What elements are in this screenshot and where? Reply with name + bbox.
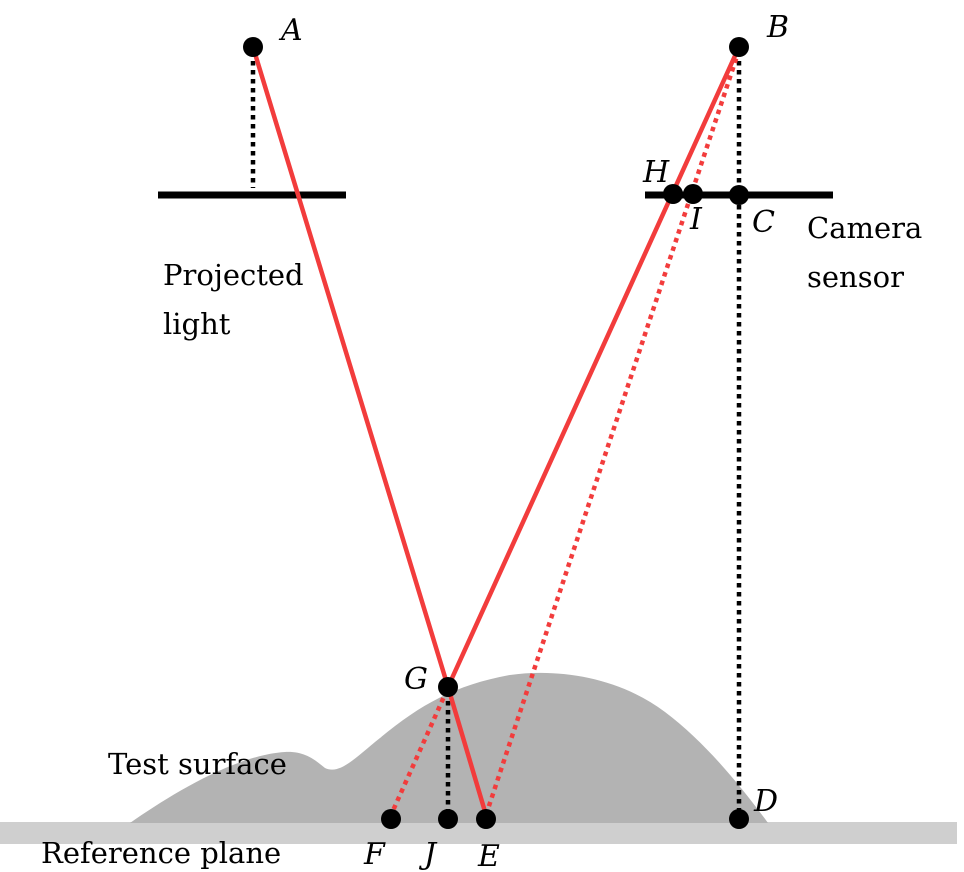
point-C (729, 185, 749, 205)
label-H: H (642, 155, 670, 190)
point-E (476, 809, 496, 829)
label-B: B (766, 10, 789, 45)
projected-light-label-line1: Projected (163, 258, 304, 292)
label-C: C (752, 205, 775, 240)
label-G: G (404, 662, 428, 697)
point-A (243, 37, 263, 57)
camera-sensor-label-line1: Camera (807, 211, 922, 245)
ray-G-B (445, 44, 742, 690)
projected-light-label-line2: light (163, 307, 231, 341)
ray-G-E (445, 684, 489, 818)
point-I (683, 184, 703, 204)
point-H (663, 184, 683, 204)
label-D: D (753, 784, 778, 819)
label-F: F (363, 837, 386, 872)
reference-plane-band (0, 822, 957, 844)
label-I: I (689, 202, 703, 237)
label-A: A (278, 13, 303, 48)
ray-A-G (250, 44, 451, 690)
point-B (729, 37, 749, 57)
reference-plane-label: Reference plane (41, 836, 281, 870)
point-J (438, 809, 458, 829)
point-D (729, 809, 749, 829)
camera-sensor-label-line2: sensor (807, 260, 904, 294)
point-F (381, 809, 401, 829)
point-G (438, 677, 458, 697)
test-surface-label: Test surface (108, 747, 287, 781)
label-E: E (477, 839, 500, 872)
